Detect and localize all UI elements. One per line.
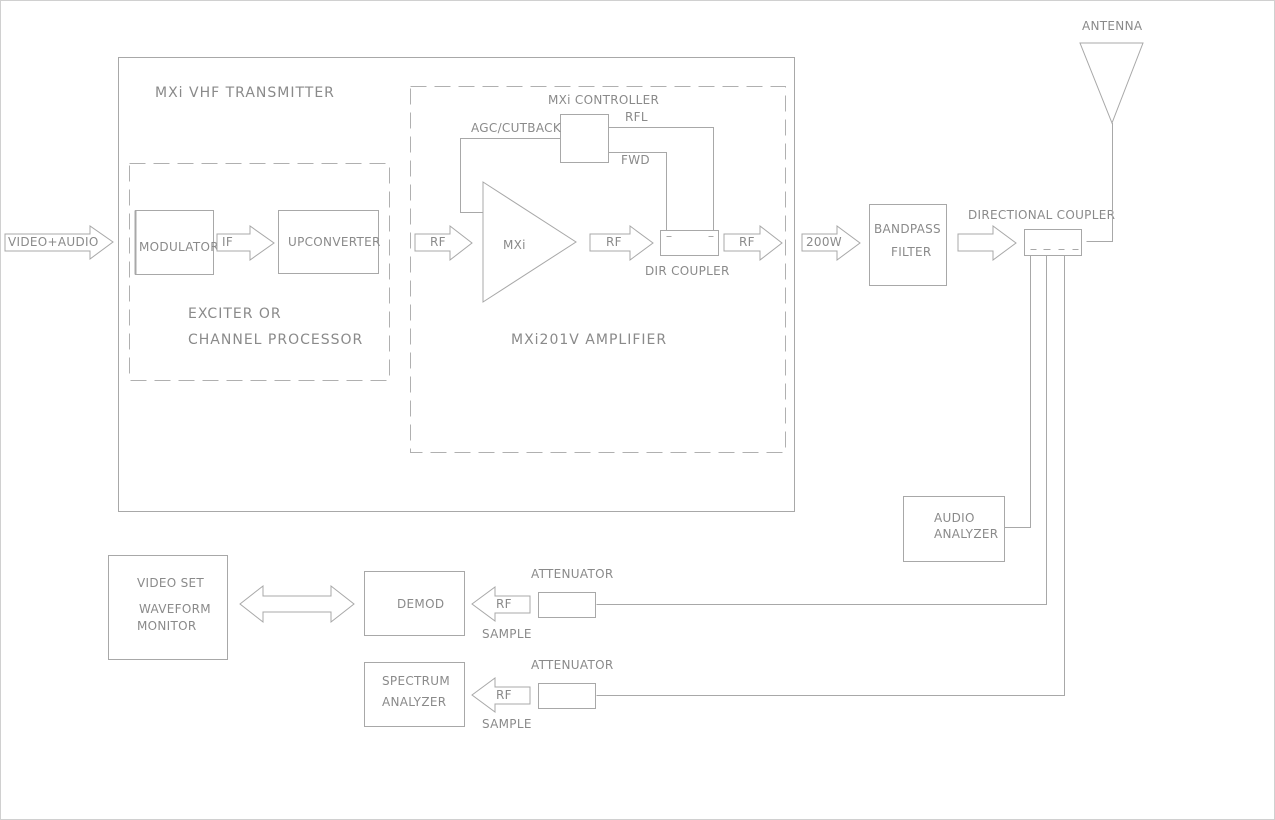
- mxi-amplifier: MXi: [482, 181, 577, 303]
- rf-in-arrow: RF: [414, 224, 473, 262]
- dir-coupler-block: DIR COUPLER: [645, 230, 730, 278]
- if-label: IF: [222, 235, 233, 249]
- fwd-label: FWD: [621, 153, 650, 167]
- sample2-sample-label: SAMPLE: [482, 717, 532, 731]
- audio-analyzer-label-line2: ANALYZER: [934, 527, 998, 541]
- upconverter-block: UPCONVERTER: [278, 210, 381, 274]
- directional-coupler-block: DIRECTIONAL COUPLER: [968, 208, 1115, 256]
- rf-in-label: RF: [430, 235, 446, 249]
- exciter-label-line1: EXCITER OR: [188, 306, 282, 322]
- video-set-label-line1: VIDEO SET: [137, 576, 204, 590]
- demod-label: DEMOD: [397, 597, 444, 611]
- antenna-label: ANTENNA: [1082, 19, 1143, 33]
- spectrum-analyzer-label-line1: SPECTRUM: [382, 674, 450, 688]
- sample2-attenuator-label: ATTENUATOR: [531, 658, 613, 672]
- dir-coupler-label: DIR COUPLER: [645, 264, 730, 278]
- antenna: ANTENNA: [1079, 19, 1144, 242]
- sample-path-1: RF SAMPLE ATTENUATOR: [471, 567, 613, 641]
- demod-block: DEMOD: [364, 571, 465, 636]
- sample-path-2: RF SAMPLE ATTENUATOR: [471, 658, 613, 731]
- input-arrow: VIDEO+AUDIO: [4, 225, 114, 260]
- spectrum-analyzer-label-line2: ANALYZER: [382, 695, 446, 709]
- transmitter-title: MXi VHF TRANSMITTER: [155, 85, 335, 101]
- directional-coupler-label: DIRECTIONAL COUPLER: [968, 208, 1115, 222]
- bandpass-filter-block: BANDPASS FILTER: [869, 204, 947, 286]
- sample2-rf-label: RF: [496, 688, 512, 702]
- controller-wiring: [460, 127, 714, 231]
- coupler-sample-lines: [596, 255, 1065, 696]
- transmitter-enclosure: MXi VHF TRANSMITTER: [118, 57, 795, 512]
- rf-out-label: RF: [739, 235, 755, 249]
- rf-mid-arrow: RF: [589, 225, 654, 261]
- video-demod-double-arrow: [239, 584, 355, 624]
- video-set-label-line3: MONITOR: [137, 619, 197, 633]
- input-label: VIDEO+AUDIO: [8, 235, 99, 249]
- exciter-label-line2: CHANNEL PROCESSOR: [188, 332, 363, 348]
- controller-block: MXi CONTROLLER AGC/CUTBACK RFL FWD: [471, 93, 659, 167]
- bandpass-label-line1: BANDPASS: [874, 222, 941, 236]
- modulator-label: MODULATOR: [139, 240, 219, 254]
- amplifier-region: MXi201V AMPLIFIER: [410, 86, 786, 453]
- upconverter-label: UPCONVERTER: [288, 235, 381, 249]
- mxi-label: MXi: [503, 238, 526, 252]
- rf-out-arrow: RF: [723, 224, 783, 262]
- coupler-feed-arrow: [957, 225, 1017, 261]
- exciter-region: EXCITER OR CHANNEL PROCESSOR: [129, 163, 390, 381]
- agc-label: AGC/CUTBACK: [471, 121, 562, 135]
- if-arrow: IF: [216, 225, 275, 261]
- controller-label: MXi CONTROLLER: [548, 93, 659, 107]
- output-power-label: 200W: [806, 235, 842, 249]
- rfl-label: RFL: [625, 110, 648, 124]
- audio-analyzer-block: AUDIO ANALYZER: [903, 496, 1005, 562]
- sample1-sample-label: SAMPLE: [482, 627, 532, 641]
- sample1-attenuator-label: ATTENUATOR: [531, 567, 613, 581]
- output-power-arrow: 200W: [801, 225, 861, 261]
- modulator-block: MODULATOR: [134, 210, 219, 275]
- spectrum-analyzer-block: SPECTRUM ANALYZER: [364, 662, 465, 727]
- amplifier-label: MXi201V AMPLIFIER: [511, 332, 667, 348]
- bandpass-label-line2: FILTER: [891, 245, 932, 259]
- video-set-block: VIDEO SET WAVEFORM MONITOR: [108, 555, 228, 660]
- audio-analyzer-label-line1: AUDIO: [934, 511, 975, 525]
- video-set-label-line2: WAVEFORM: [139, 602, 211, 616]
- sample1-rf-label: RF: [496, 597, 512, 611]
- rf-mid-label: RF: [606, 235, 622, 249]
